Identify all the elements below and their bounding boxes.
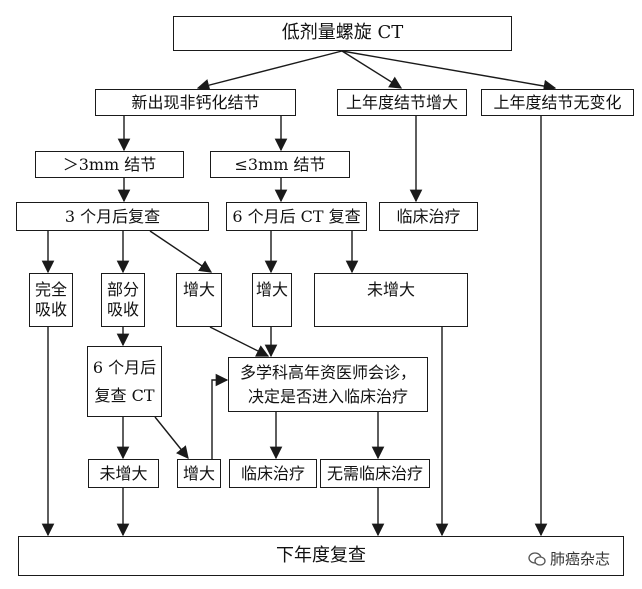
node-prev-increase: 上年度结节增大 xyxy=(337,89,467,116)
node-clinical-treatment-1-label: 临床治疗 xyxy=(396,206,461,226)
node-clinical-treatment-2-label: 临床治疗 xyxy=(240,463,305,483)
node-le3mm: ≤3mm 结节 xyxy=(210,151,350,178)
node-gt3mm-label: ＞3mm 结节 xyxy=(62,154,157,174)
node-full-absorption: 完全 吸收 xyxy=(29,273,73,327)
node-enlarged-2-label: 增大 xyxy=(255,280,288,299)
node-new-nodule: 新出现非钙化结节 xyxy=(95,89,296,116)
node-partial-absorption: 部分 吸收 xyxy=(101,273,145,327)
node-low-dose-ct-label: 低剂量螺旋 CT xyxy=(281,22,404,44)
mdt-line-1: 多学科高年资医师会诊， xyxy=(239,362,416,382)
edge-enl1-mdt xyxy=(209,326,270,357)
node-prev-unchanged-label: 上年度结节无变化 xyxy=(493,92,622,112)
node-enlarged-1-label: 增大 xyxy=(182,280,215,299)
partial-absorption-line-2: 吸收 xyxy=(106,300,139,319)
edge-root-inc xyxy=(341,50,403,89)
edge-enl3-mdt xyxy=(211,373,229,459)
node-prev-unchanged: 上年度结节无变化 xyxy=(481,89,634,116)
node-not-increased-2-label: 未增大 xyxy=(99,463,148,483)
node-recheck-3m: 3 个月后复查 xyxy=(16,202,209,231)
node-prev-increase-label: 上年度结节增大 xyxy=(345,92,458,112)
node-partial-absorption-label: 部分 吸收 xyxy=(107,280,139,320)
watermark: 肺癌杂志 xyxy=(528,548,610,569)
node-le3mm-label: ≤3mm 结节 xyxy=(234,154,326,174)
node-not-increased-1: 未增大 xyxy=(314,273,468,327)
node-next-year-recheck-label: 下年度复查 xyxy=(276,544,366,566)
node-no-clinical-treatment-label: 无需临床治疗 xyxy=(326,463,423,483)
edge-root-nochg xyxy=(341,50,557,93)
node-enlarged-3: 增大 xyxy=(177,459,221,488)
node-no-clinical-treatment: 无需临床治疗 xyxy=(320,459,430,488)
node-enlarged-3-label: 增大 xyxy=(182,463,215,483)
watermark-text: 肺癌杂志 xyxy=(550,550,611,568)
edge-6m2-enl3 xyxy=(154,416,189,459)
edge-root-new xyxy=(196,50,343,92)
node-gt3mm: ＞3mm 结节 xyxy=(35,151,184,178)
edge-3m-enl1 xyxy=(149,230,213,273)
wechat-logo-icon xyxy=(528,551,546,566)
node-new-nodule-label: 新出现非钙化结节 xyxy=(131,92,260,112)
node-enlarged-2: 增大 xyxy=(252,273,292,327)
node-recheck-3m-label: 3 个月后复查 xyxy=(64,206,161,226)
node-not-increased-2: 未增大 xyxy=(88,459,159,488)
node-ct-6m: 6 个月后 CT 复查 xyxy=(226,202,367,231)
node-clinical-treatment-2: 临床治疗 xyxy=(229,459,317,488)
node-not-increased-1-label: 未增大 xyxy=(366,280,415,299)
node-recheck-6m-ct: 6 个月后 复查 CT xyxy=(87,346,162,417)
node-low-dose-ct: 低剂量螺旋 CT xyxy=(173,16,512,51)
node-enlarged-1: 增大 xyxy=(176,273,222,327)
recheck-6m-ct-line-1: 6 个月后 xyxy=(92,357,157,377)
mdt-line-2: 决定是否进入临床治疗 xyxy=(247,386,408,406)
node-ct-6m-label: 6 个月后 CT 复查 xyxy=(232,206,361,226)
node-mdt-consult: 多学科高年资医师会诊， 决定是否进入临床治疗 xyxy=(228,357,428,412)
recheck-6m-ct-line-2: 复查 CT xyxy=(94,385,155,405)
node-full-absorption-label: 完全 吸收 xyxy=(35,280,67,320)
partial-absorption-line-1: 部分 xyxy=(106,280,139,299)
node-next-year-recheck: 下年度复查 xyxy=(18,536,624,576)
full-absorption-line-1: 完全 xyxy=(34,280,67,299)
node-recheck-6m-ct-label: 6 个月后 复查 CT xyxy=(93,354,156,410)
full-absorption-line-2: 吸收 xyxy=(34,300,67,319)
node-clinical-treatment-1: 临床治疗 xyxy=(379,202,478,231)
node-mdt-consult-label: 多学科高年资医师会诊， 决定是否进入临床治疗 xyxy=(240,361,416,409)
